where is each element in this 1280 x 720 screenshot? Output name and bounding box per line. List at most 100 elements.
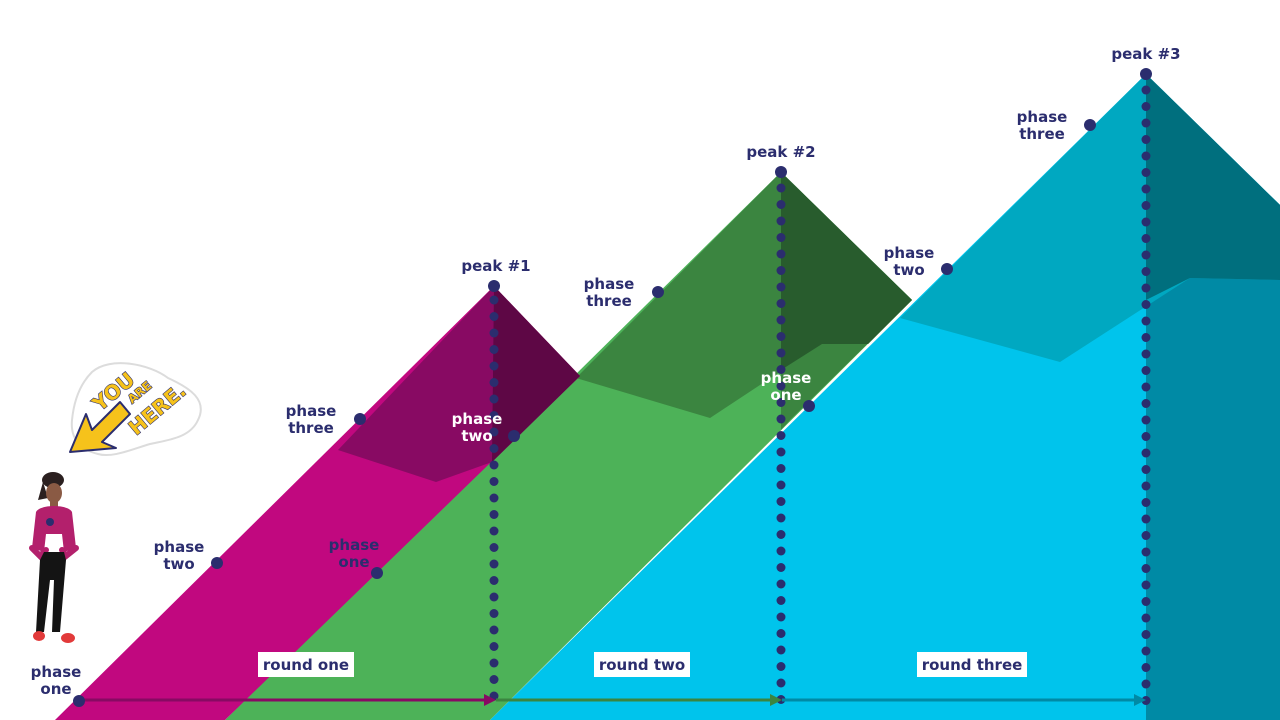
dotted-line-dot: [1141, 201, 1151, 210]
dotted-line-dot: [1141, 531, 1151, 540]
dotted-line-dot: [1141, 102, 1151, 111]
phase-label-line: three: [288, 419, 334, 437]
dotted-line-dot: [489, 625, 499, 635]
dotted-line-dot: [1141, 217, 1151, 227]
dotted-line-dot: [776, 348, 786, 358]
phase-label-line: phase: [1017, 108, 1068, 126]
phase-label-m3-one: phase one: [761, 369, 812, 404]
phase-label-line: two: [163, 555, 194, 573]
dotted-line-dot: [1141, 564, 1151, 573]
dotted-line-dot: [776, 662, 786, 671]
dotted-line-dot: [489, 460, 499, 470]
dotted-line-dot: [489, 675, 499, 684]
peak-1-dotted-line: [489, 295, 499, 701]
arrow-down-left-icon: [69, 401, 131, 453]
dotted-line-dot: [1141, 630, 1151, 639]
dotted-line-dot: [776, 282, 786, 292]
dotted-line-dot: [776, 612, 786, 622]
dotted-line-dot: [1141, 415, 1151, 425]
phase-label-line: two: [461, 427, 492, 445]
dotted-line-dot: [776, 579, 786, 589]
dotted-line-dot: [1141, 168, 1151, 177]
dotted-line-dot: [1141, 547, 1151, 557]
dotted-line-dot: [489, 312, 499, 321]
phase-label-start-one: phase one: [31, 663, 82, 698]
dotted-line-dot: [1141, 646, 1151, 656]
phase-label-line: phase: [761, 369, 812, 387]
round-two-badge: round two: [594, 652, 690, 677]
marker-m2-phase-three: [652, 286, 664, 298]
dotted-line-dot: [776, 480, 786, 490]
arrow-round-three-head: [1134, 694, 1146, 706]
phase-label-m1-three: phase three: [286, 402, 337, 437]
marker-m1-phase-three: [354, 413, 366, 425]
dotted-line-dot: [489, 576, 499, 585]
mountain-1-peak-shadow: [492, 286, 580, 462]
phase-label-line: phase: [452, 410, 503, 428]
dotted-line-dot: [776, 200, 786, 209]
dotted-line-dot: [1141, 580, 1151, 590]
marker-m2-phase-one: [371, 567, 383, 579]
dotted-line-dot: [1141, 283, 1151, 293]
marker-m3-phase-one: [803, 400, 815, 412]
marker-peak-3: [1140, 68, 1152, 80]
dotted-line-dot: [489, 378, 499, 387]
dotted-line-dot: [1141, 349, 1151, 359]
dotted-line-dot: [1141, 85, 1151, 95]
dotted-line-dot: [1141, 399, 1151, 408]
dotted-line-dot: [1141, 613, 1151, 623]
phase-markers: [73, 68, 1152, 707]
dotted-line-dot: [776, 629, 786, 638]
mountain-2-peak-shadow: [781, 172, 912, 370]
phase-label-line: one: [40, 680, 71, 698]
dotted-line-dot: [489, 477, 499, 486]
dotted-line-dot: [1141, 300, 1151, 309]
dotted-line-dot: [1141, 151, 1151, 161]
phase-label-line: one: [770, 386, 801, 404]
dotted-line-dot: [776, 645, 786, 655]
phase-label-m2-three: phase three: [584, 275, 635, 310]
arrow-round-two-head: [770, 694, 782, 706]
dotted-line-dot: [1141, 366, 1151, 375]
dotted-line-dot: [776, 530, 786, 539]
phase-label-line: three: [586, 292, 632, 310]
round-one-badge: round one: [258, 652, 354, 677]
dotted-line-dot: [1141, 498, 1151, 507]
dotted-line-dot: [776, 365, 786, 374]
round-one-label: round one: [263, 656, 349, 674]
dotted-line-dot: [776, 299, 786, 308]
dotted-line-dot: [1141, 696, 1151, 705]
dotted-line-dot: [776, 233, 786, 242]
dotted-line-dot: [489, 345, 499, 354]
round-two-label: round two: [599, 656, 685, 674]
phase-label-line: phase: [286, 402, 337, 420]
dotted-line-dot: [1141, 184, 1151, 194]
dotted-line-dot: [1141, 234, 1151, 243]
round-three-label: round three: [922, 656, 1023, 674]
mountain-3-peak-shadow: [1146, 74, 1280, 300]
dotted-line-dot: [489, 411, 499, 420]
phase-label-line: phase: [884, 244, 935, 262]
dotted-line-dot: [489, 328, 499, 338]
dotted-line-dot: [489, 658, 499, 668]
dotted-line-dot: [776, 513, 786, 523]
you-are-here-sticker: YOU ARE HERE.: [69, 362, 202, 456]
dotted-line-dot: [776, 266, 786, 275]
dotted-line-dot: [776, 678, 786, 688]
marker-start-phase-one: [73, 695, 85, 707]
dotted-line-dot: [776, 563, 786, 572]
dotted-line-dot: [1141, 465, 1151, 474]
dotted-line-dot: [776, 332, 786, 341]
dotted-line-dot: [489, 394, 499, 404]
marker-m2-phase-two: [508, 430, 520, 442]
dotted-line-dot: [489, 526, 499, 536]
dotted-line-dot: [1141, 267, 1151, 276]
dotted-line-dot: [1141, 316, 1151, 326]
peak-vertical-dotted-lines: [489, 85, 1151, 705]
phase-label-m2-one: phase one: [329, 536, 380, 571]
dotted-line-dot: [776, 596, 786, 605]
dotted-line-dot: [776, 249, 786, 259]
dotted-line-dot: [1141, 118, 1151, 128]
baseline-arrows: [80, 694, 1146, 706]
